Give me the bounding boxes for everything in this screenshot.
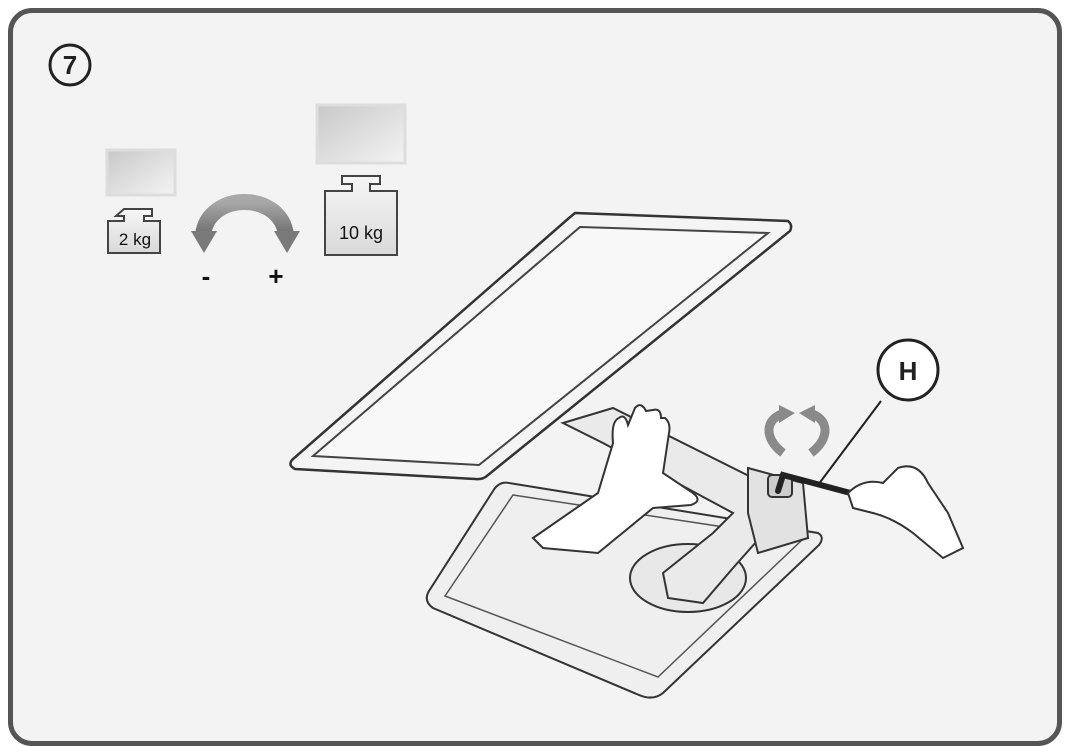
step-number-badge: 7	[48, 43, 92, 87]
heavy-weight-label: 10 kg	[339, 223, 383, 243]
light-weight-label: 2 kg	[119, 230, 151, 249]
large-monitor-icon	[315, 103, 407, 165]
rotate-arrows-icon	[764, 405, 830, 457]
tool-letter: H	[899, 356, 918, 386]
tool-callout: H	[817, 338, 940, 486]
illustration: 7 2 kg - + 10 kg	[48, 43, 965, 699]
right-hand-icon	[846, 465, 965, 560]
plus-sign: +	[268, 261, 283, 291]
step-number: 7	[63, 50, 77, 80]
left-hand-icon	[531, 404, 699, 555]
curved-arrow-icon	[191, 194, 300, 253]
instruction-panel: 7 2 kg - + 10 kg	[8, 8, 1062, 746]
light-weight-icon: 2 kg	[107, 208, 161, 254]
allen-key-icon	[775, 471, 861, 498]
monitor-panel	[289, 211, 793, 481]
heavy-weight-icon: 10 kg	[324, 175, 398, 256]
small-monitor-icon	[105, 148, 177, 197]
minus-sign: -	[202, 261, 211, 291]
